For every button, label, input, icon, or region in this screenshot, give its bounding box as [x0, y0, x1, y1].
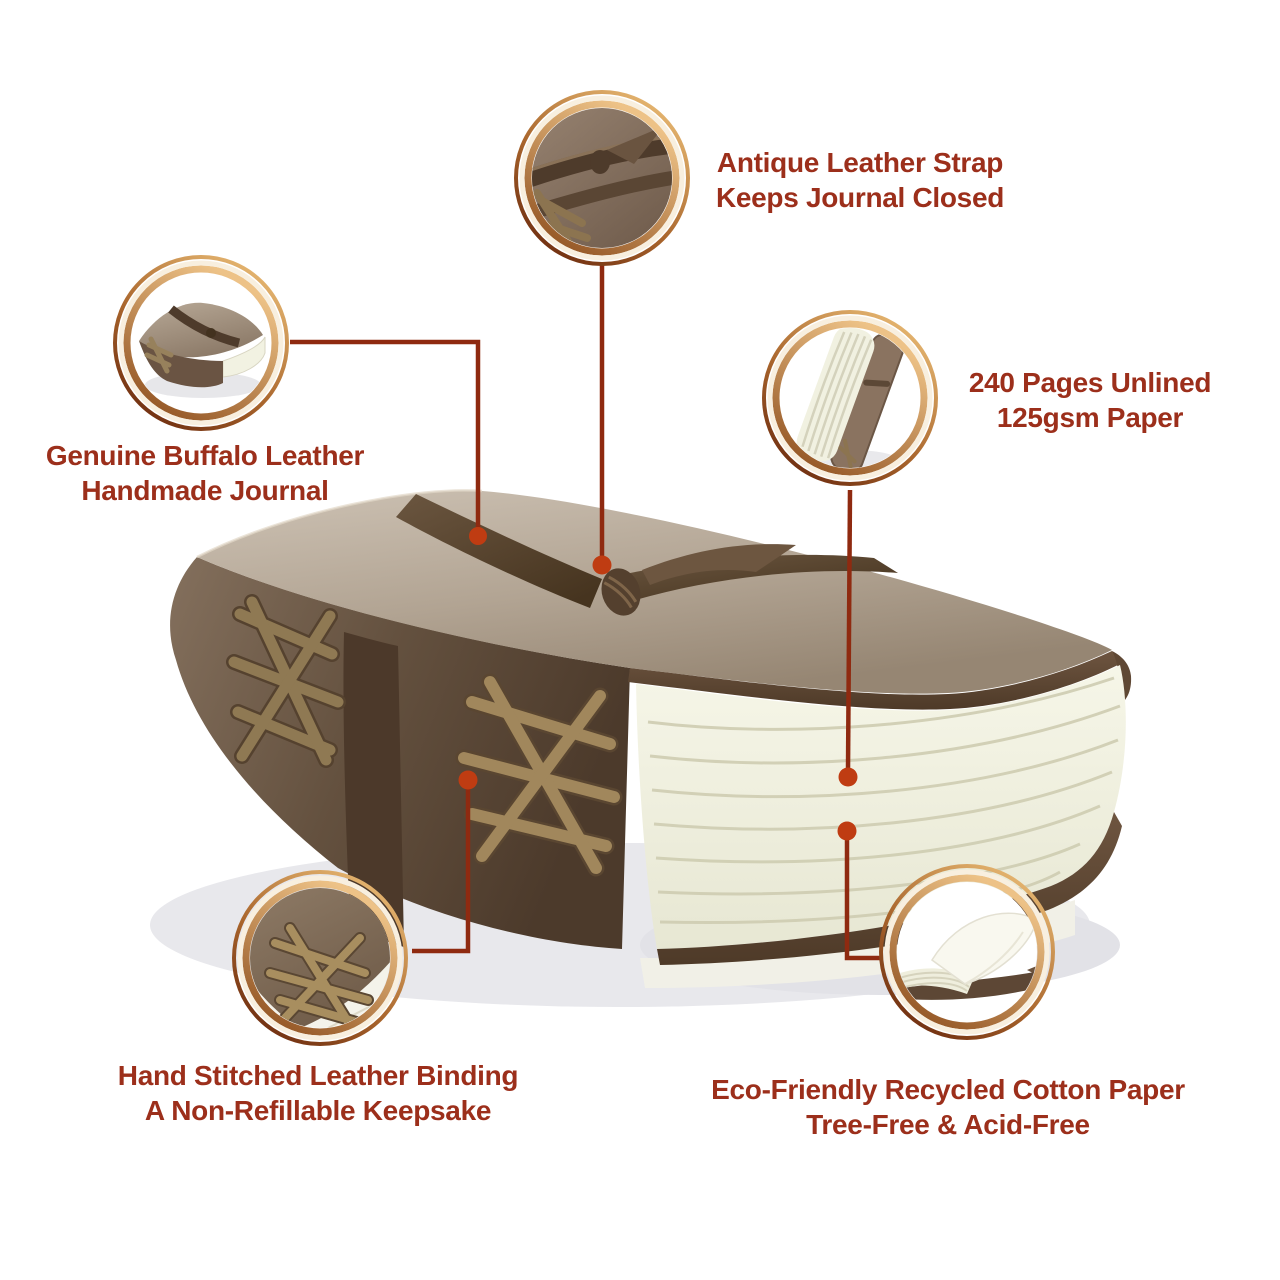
standing-journal-pages-photo	[762, 310, 938, 486]
feature-label-paper-line1: Eco-Friendly Recycled Cotton Paper	[711, 1074, 1185, 1105]
feature-label-binding-line1: Hand Stitched Leather Binding	[117, 1060, 519, 1091]
leader-line-paper	[844, 840, 880, 961]
leader-dot-strap	[592, 555, 612, 575]
leader-dots	[458, 527, 858, 841]
leader-line-pages	[845, 489, 853, 771]
feature-label-pages-line1: 240 Pages Unlined	[968, 367, 1212, 398]
leader-dot-pages	[838, 767, 858, 787]
callout-circle-binding	[230, 868, 410, 1048]
pages-reflection	[640, 900, 1075, 988]
feature-label-pages: 240 Pages Unlined 125gsm Paper	[940, 365, 1240, 435]
callout-circle-strap	[512, 88, 692, 268]
feature-label-binding: Hand Stitched Leather Binding A Non-Refi…	[68, 1058, 568, 1128]
corner-stitching-closeup-photo	[232, 870, 408, 1046]
leader-line-binding	[412, 789, 471, 954]
callout-circle-pages	[760, 308, 940, 488]
feature-label-leather-line1: Genuine Buffalo Leather	[45, 440, 365, 471]
feature-label-leather-line2: Handmade Journal	[81, 475, 329, 506]
strap-spine-band	[343, 632, 404, 947]
leader-dot-paper	[837, 821, 857, 841]
feature-label-strap-line2: Keeps Journal Closed	[715, 182, 1005, 213]
feature-label-strap: Antique Leather Strap Keeps Journal Clos…	[635, 145, 1085, 215]
callout-circle-leather	[111, 253, 291, 433]
stitch-lacing-far	[226, 594, 346, 768]
leader-dot-leather	[469, 527, 487, 545]
strap-knot	[601, 568, 641, 616]
feature-label-binding-line2: A Non-Refillable Keepsake	[144, 1095, 492, 1126]
feature-label-leather: Genuine Buffalo Leather Handmade Journal	[5, 438, 405, 508]
cover-edge-highlight	[196, 489, 483, 559]
feature-label-strap-line1: Antique Leather Strap	[716, 147, 1004, 178]
callout-circle-paper	[877, 862, 1057, 1042]
leader-lines	[290, 262, 880, 961]
leader-line-leather	[290, 339, 481, 530]
feature-label-paper-line2: Tree-Free & Acid-Free	[806, 1109, 1090, 1140]
page-edge-lines	[647, 676, 1121, 924]
strap-top-band	[396, 494, 602, 608]
stitch-lacing-near	[455, 673, 623, 877]
flap-edge-rim	[628, 651, 1120, 710]
leather-strap-closeup-photo	[514, 90, 690, 266]
journal-overview-photo	[113, 255, 289, 431]
feature-label-pages-line2: 125gsm Paper	[996, 402, 1184, 433]
leader-dot-binding	[458, 770, 478, 790]
open-journal-pages-photo	[879, 864, 1055, 1040]
strap-tail	[642, 544, 796, 585]
feature-label-paper: Eco-Friendly Recycled Cotton Paper Tree-…	[698, 1072, 1198, 1142]
